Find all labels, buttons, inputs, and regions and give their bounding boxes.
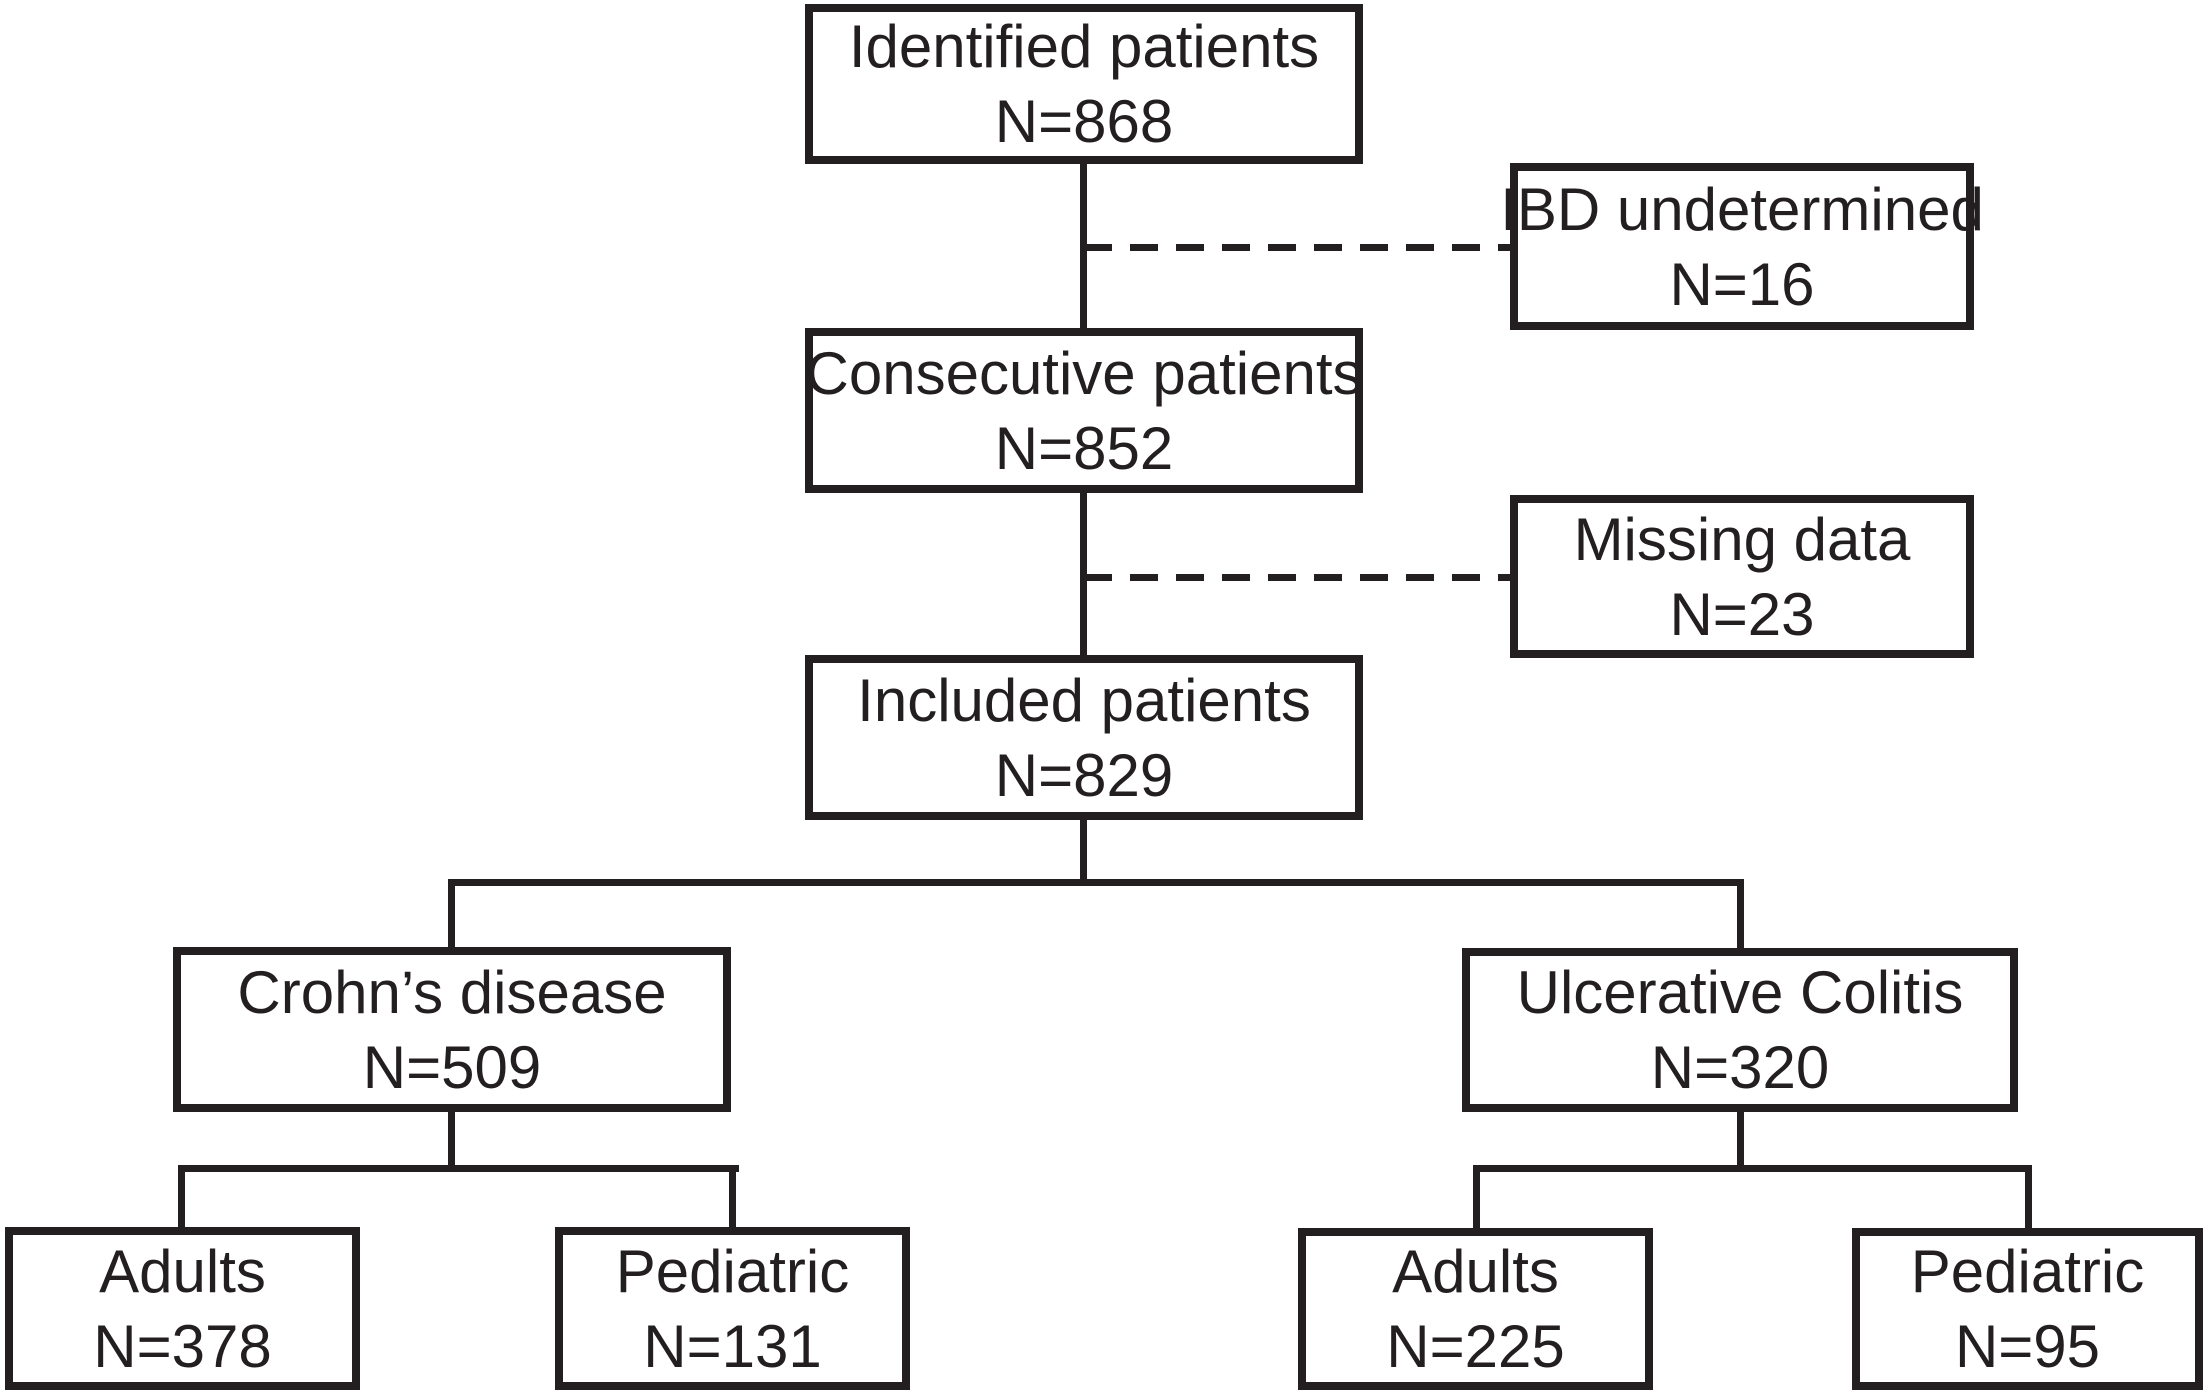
dashed-connector-to-ibd-undetermined: [1084, 244, 1510, 251]
node-count: N=829: [994, 741, 1174, 809]
node-label: Missing data: [1573, 505, 1911, 573]
node-ibd-undetermined: IBD undetermined N=16: [1500, 163, 1984, 330]
connector-drop-to-pediatric-uc: [2025, 1165, 2032, 1231]
connector-consecutive-to-included: [1080, 490, 1087, 660]
node-adults-ulcerative: Adults N=225: [1298, 1228, 1653, 1390]
node-label: Crohn’s disease: [237, 958, 667, 1026]
node-count: N=320: [1650, 1034, 1830, 1101]
connector-crohns-drop: [448, 1108, 455, 1172]
connector-split-bar-crohns: [178, 1165, 739, 1172]
node-count: N=509: [362, 1033, 542, 1101]
node-adults-crohns: Adults N=378: [5, 1227, 360, 1390]
node-pediatric-ulcerative: Pediatric N=95: [1852, 1228, 2203, 1390]
connector-ulcerative-drop: [1737, 1108, 1744, 1172]
connector-included-drop: [1080, 815, 1087, 886]
node-count: N=131: [643, 1312, 822, 1380]
node-label: Adults: [99, 1237, 266, 1305]
node-count: N=225: [1386, 1313, 1565, 1380]
node-included-patients: Included patients N=829: [805, 655, 1363, 820]
node-count: N=378: [93, 1312, 272, 1380]
connector-drop-to-adults-uc: [1473, 1165, 1480, 1231]
node-label: Pediatric: [1910, 1238, 2145, 1305]
node-label: Adults: [1392, 1238, 1559, 1305]
node-label: Ulcerative Colitis: [1516, 959, 1964, 1026]
node-label: IBD undetermined: [1500, 175, 1984, 243]
dashed-connector-to-missing-data: [1084, 574, 1510, 581]
connector-drop-to-crohns: [448, 879, 455, 951]
connector-drop-to-adults-cd: [178, 1165, 185, 1231]
node-count: N=95: [1954, 1313, 2101, 1380]
connector-drop-to-pediatric-cd: [729, 1165, 736, 1231]
node-pediatric-crohns: Pediatric N=131: [555, 1227, 910, 1390]
node-count: N=23: [1669, 580, 1815, 648]
node-ulcerative-colitis: Ulcerative Colitis N=320: [1462, 948, 2018, 1112]
node-label: Consecutive patients: [805, 339, 1363, 407]
connector-drop-to-ulcerative-colitis: [1737, 879, 1744, 952]
node-count: N=868: [994, 88, 1174, 155]
node-consecutive-patients: Consecutive patients N=852: [805, 328, 1363, 493]
node-label: Identified patients: [848, 13, 1320, 80]
node-label: Included patients: [857, 666, 1311, 734]
connector-split-bar-ulcerative: [1473, 1165, 2032, 1172]
node-identified-patients: Identified patients N=868: [805, 4, 1363, 164]
node-count: N=852: [994, 414, 1174, 482]
node-count: N=16: [1669, 250, 1815, 318]
node-missing-data: Missing data N=23: [1510, 495, 1974, 658]
node-label: Pediatric: [615, 1237, 850, 1305]
connector-identified-to-consecutive: [1080, 160, 1087, 332]
node-crohns-disease: Crohn’s disease N=509: [173, 947, 731, 1112]
connector-split-bar-top: [448, 879, 1744, 886]
